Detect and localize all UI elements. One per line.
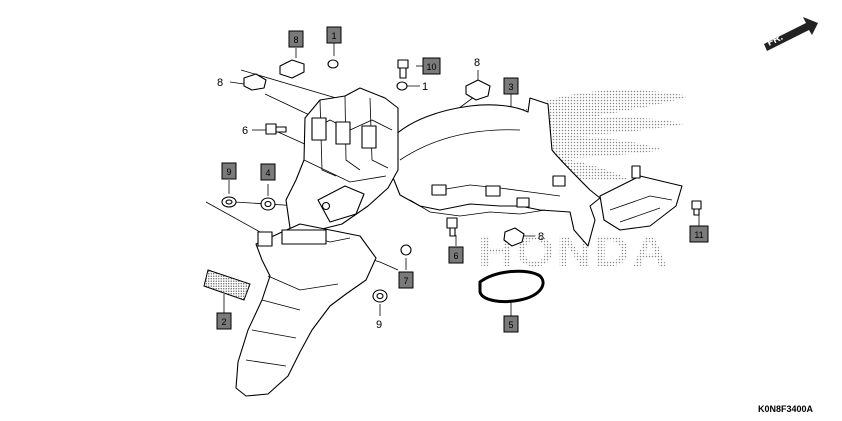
nut-icon [400, 244, 412, 256]
callout-label-1: 1 [422, 81, 428, 93]
callouts: 8 1 8 10 1 8 3 6 9 4 [216, 26, 709, 333]
screw-icon [691, 200, 702, 216]
clip-nut-icon [279, 59, 305, 79]
svg-text:7: 7 [403, 276, 408, 286]
callout-box-5: 5 [503, 315, 519, 333]
svg-text:8: 8 [293, 35, 298, 45]
svg-text:4: 4 [265, 168, 270, 178]
grommet-icon [396, 81, 408, 91]
callout-label-8-mid: 8 [474, 57, 480, 69]
svg-text:11: 11 [694, 230, 703, 240]
callout-box-4: 4 [260, 163, 276, 181]
diagram-code: K0N8F3400A [758, 404, 814, 414]
callout-box-1: 1 [326, 26, 342, 44]
svg-text:1: 1 [331, 31, 336, 41]
callout-box-7: 7 [398, 271, 414, 289]
bolt-icon [446, 217, 458, 237]
callout-box-2: 2 [216, 312, 232, 330]
svg-text:2: 2 [221, 317, 226, 327]
svg-text:6: 6 [453, 251, 458, 261]
grommet-icon [327, 59, 339, 69]
clip-nut-icon [503, 227, 525, 247]
callout-box-3: 3 [503, 77, 519, 95]
bolt-icon [397, 59, 409, 79]
callout-box-9: 9 [221, 162, 237, 180]
callout-label-9: 9 [376, 319, 382, 331]
callout-box-8: 8 [288, 30, 304, 48]
fender-tail-part [235, 223, 377, 397]
svg-text:5: 5 [508, 320, 513, 330]
rear-fender-part [285, 87, 399, 241]
callout-box-6: 6 [448, 246, 464, 264]
callout-label-8-right: 8 [538, 231, 544, 243]
front-direction-label: FR. [765, 32, 784, 49]
svg-text:9: 9 [226, 167, 231, 177]
fasteners [221, 59, 702, 303]
clip-nut-icon [465, 79, 491, 101]
seal-ring-part [478, 269, 545, 304]
reflector-part [203, 269, 251, 301]
callout-label-8: 8 [217, 77, 223, 89]
clip-nut-icon [243, 73, 267, 91]
svg-text:3: 3 [508, 82, 513, 92]
bolt-icon [265, 123, 287, 135]
inner-fender-part [389, 97, 601, 247]
callout-box-10: 10 [422, 57, 441, 75]
callout-box-11: 11 [689, 225, 709, 243]
svg-text:10: 10 [426, 62, 436, 72]
callout-label-6: 6 [242, 125, 248, 137]
tail-bracket-part [599, 165, 683, 231]
front-direction-arrow-icon: FR. [764, 17, 818, 51]
